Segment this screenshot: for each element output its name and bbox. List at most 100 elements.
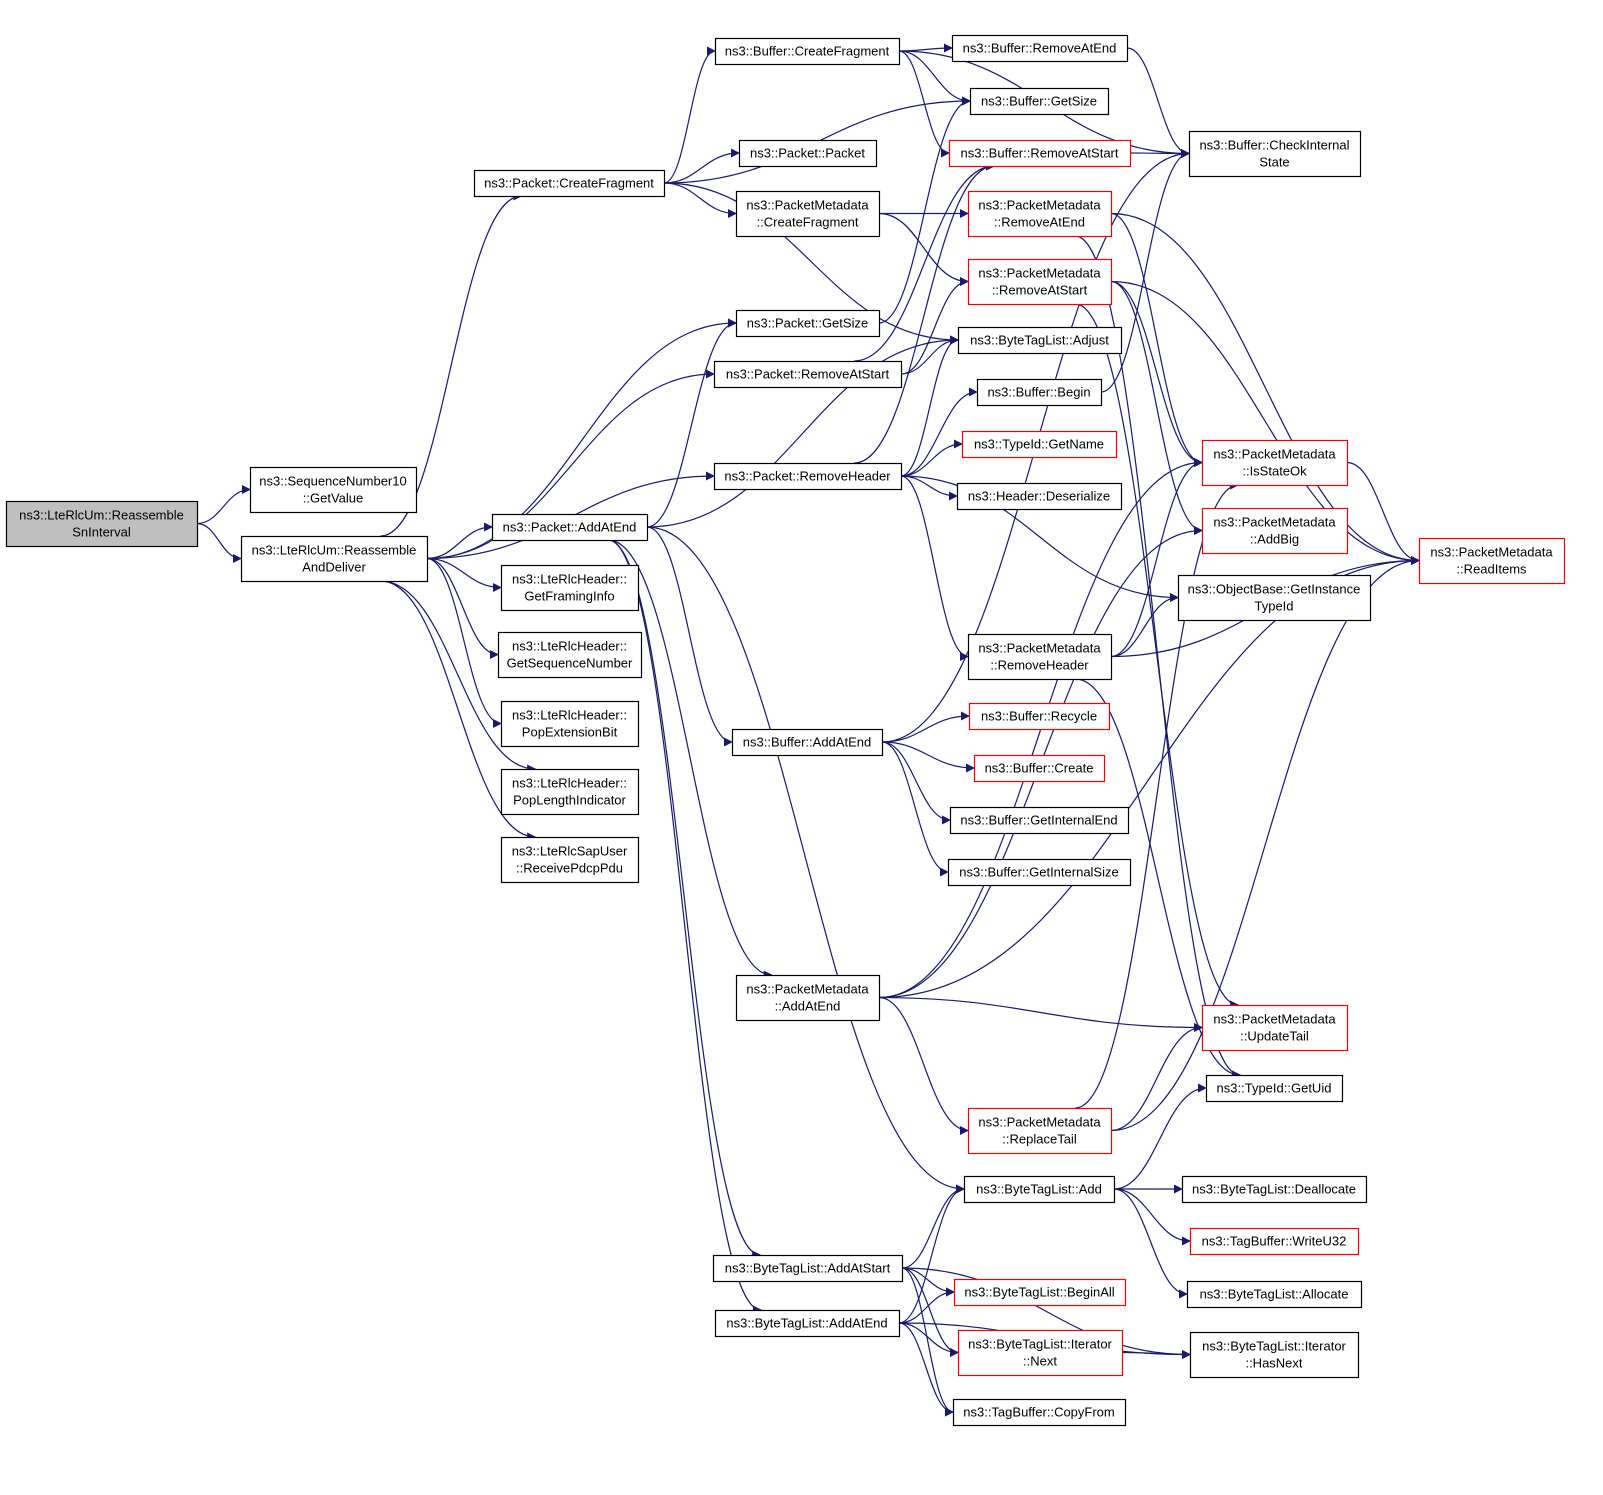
node-box (500, 564, 640, 612)
node-label-line: ns3::Buffer::Begin (987, 385, 1090, 400)
node-btl-add-at-end[interactable]: ns3::ByteTagList::AddAtEnd (714, 1309, 901, 1338)
node-tag-buf-write-u32[interactable]: ns3::TagBuffer::WriteU32 (1189, 1227, 1360, 1256)
node-label-line: ::GetValue (303, 491, 363, 506)
edge-root-to-seq-get-value (196, 485, 251, 525)
node-box (249, 466, 418, 514)
node-sap-receive-pdcp-pdu[interactable]: ns3::LteRlcSapUser::ReceivePdcpPdu (500, 836, 640, 884)
node-buf-remove-at-end[interactable]: ns3::Buffer::RemoveAtEnd (951, 34, 1129, 63)
node-rlc-get-sequence-number[interactable]: ns3::LteRlcHeader::GetSequenceNumber (497, 631, 643, 679)
node-pm-create-fragment[interactable]: ns3::PacketMetadata::CreateFragment (735, 190, 881, 238)
node-pkt-remove-header[interactable]: ns3::Packet::RemoveHeader (713, 462, 903, 491)
node-buf-begin[interactable]: ns3::Buffer::Begin (976, 378, 1103, 407)
edge-btl-add-at-end-to-btl-add (898, 1184, 965, 1324)
node-buf-get-internal-size[interactable]: ns3::Buffer::GetInternalSize (947, 858, 1132, 887)
node-box (947, 858, 1132, 887)
node-box (973, 754, 1106, 783)
node-btl-allocate[interactable]: ns3::ByteTagList::Allocate (1186, 1280, 1363, 1309)
node-label-line: ns3::PacketMetadata (978, 266, 1101, 281)
node-label-line: ::IsStateOk (1242, 464, 1307, 479)
node-label-line: ns3::Buffer::Create (985, 761, 1094, 776)
node-box (712, 1254, 904, 1283)
edge-reassemble-and-deliver-to-pkt-create-fragment (380, 191, 523, 537)
node-seq-get-value[interactable]: ns3::SequenceNumber10::GetValue (249, 466, 418, 514)
node-label-line: ns3::Buffer::Recycle (981, 709, 1097, 724)
node-buf-recycle[interactable]: ns3::Buffer::Recycle (968, 702, 1111, 731)
node-label-line: ns3::TypeId::GetUid (1217, 1081, 1332, 1096)
node-header-deserialize[interactable]: ns3::Header::Deserialize (956, 482, 1123, 511)
node-pm-update-tail[interactable]: ns3::PacketMetadata::UpdateTail (1201, 1004, 1349, 1052)
node-rlc-get-framing-info[interactable]: ns3::LteRlcHeader::GetFramingInfo (500, 564, 640, 612)
node-label-line: SnInterval (72, 525, 131, 540)
node-box (963, 1175, 1116, 1204)
edge-btl-add-at-end-to-btl-begin-all (898, 1287, 955, 1324)
node-pkt-add-at-end[interactable]: ns3::Packet::AddAtEnd (491, 513, 649, 542)
node-buf-remove-at-start[interactable]: ns3::Buffer::RemoveAtStart (948, 139, 1132, 168)
node-buf-create-fragment[interactable]: ns3::Buffer::CreateFragment (714, 37, 901, 66)
node-box (1189, 1227, 1360, 1256)
node-label-line: State (1259, 155, 1289, 170)
edge-pkt-add-at-end-to-btl-add (646, 526, 965, 1194)
node-label-line: ns3::Packet::Packet (750, 146, 865, 161)
node-label-line: ns3::Packet::AddAtEnd (503, 520, 637, 535)
edge-pm-remove-at-start-to-pm-is-state-ok (1110, 280, 1203, 467)
node-label-line: ::RemoveHeader (990, 658, 1089, 673)
node-label-line: ns3::PacketMetadata (978, 641, 1101, 656)
node-buf-add-at-end[interactable]: ns3::Buffer::AddAtEnd (731, 728, 884, 757)
node-pm-remove-at-start[interactable]: ns3::PacketMetadata::RemoveAtStart (967, 258, 1113, 306)
node-label-line: ns3::PacketMetadata (1213, 1012, 1336, 1027)
node-btl-add-at-start[interactable]: ns3::ByteTagList::AddAtStart (712, 1254, 904, 1283)
node-box (735, 309, 881, 338)
node-rlc-pop-extension-bit[interactable]: ns3::LteRlcHeader::PopExtensionBit (500, 700, 640, 748)
node-pm-add-big[interactable]: ns3::PacketMetadata::AddBig (1201, 507, 1349, 555)
node-pm-remove-at-end[interactable]: ns3::PacketMetadata::RemoveAtEnd (967, 190, 1113, 238)
node-btl-iter-next[interactable]: ns3::ByteTagList::Iterator::Next (957, 1329, 1124, 1377)
node-pm-is-state-ok[interactable]: ns3::PacketMetadata::IsStateOk (1201, 439, 1349, 487)
node-box (491, 513, 649, 542)
edge-reassemble-and-deliver-to-rlc-pop-length-indicator (380, 580, 537, 774)
node-label-line: ns3::TagBuffer::CopyFrom (963, 1405, 1115, 1420)
node-btl-deallocate[interactable]: ns3::ByteTagList::Deallocate (1181, 1175, 1368, 1204)
node-btl-begin-all[interactable]: ns3::ByteTagList::BeginAll (953, 1278, 1127, 1307)
node-pm-replace-tail[interactable]: ns3::PacketMetadata::ReplaceTail (967, 1107, 1113, 1155)
node-btl-iter-has-next[interactable]: ns3::ByteTagList::Iterator::HasNext (1189, 1331, 1360, 1379)
edge-buf-remove-at-end-to-buf-check-internal-state (1126, 47, 1190, 158)
node-type-id-get-name[interactable]: ns3::TypeId::GetName (961, 430, 1118, 459)
node-box (1186, 1280, 1363, 1309)
node-box (1201, 1004, 1349, 1052)
node-buf-get-size[interactable]: ns3::Buffer::GetSize (969, 87, 1110, 116)
node-pm-add-at-end[interactable]: ns3::PacketMetadata::AddAtEnd (735, 974, 881, 1022)
edge-pkt-add-at-end-to-buf-add-at-end (646, 526, 733, 747)
node-pm-remove-header[interactable]: ns3::PacketMetadata::RemoveHeader (967, 633, 1113, 681)
node-pkt-packet[interactable]: ns3::Packet::Packet (738, 139, 878, 168)
edge-pm-is-state-ok-to-pm-read-items (1346, 461, 1420, 565)
node-label-line: ns3::PacketMetadata (746, 198, 869, 213)
node-btl-add[interactable]: ns3::ByteTagList::Add (963, 1175, 1116, 1204)
edge-pkt-remove-header-to-header-deserialize (900, 475, 958, 501)
node-buf-get-internal-end[interactable]: ns3::Buffer::GetInternalEnd (949, 806, 1130, 835)
node-box (714, 37, 901, 66)
node-tag-buf-copy-from[interactable]: ns3::TagBuffer::CopyFrom (952, 1398, 1127, 1427)
node-btl-adjust[interactable]: ns3::ByteTagList::Adjust (957, 326, 1123, 355)
node-label-line: ns3::LteRlcHeader:: (512, 776, 627, 791)
node-box (713, 462, 903, 491)
node-label-line: ns3::Buffer::CreateFragment (725, 44, 890, 59)
node-label-line: TypeId (1254, 599, 1293, 614)
node-pm-read-items[interactable]: ns3::PacketMetadata::ReadItems (1418, 537, 1566, 585)
node-label-line: ::ReplaceTail (1002, 1132, 1077, 1147)
edge-btl-add-at-start-to-tag-buf-copy-from (901, 1267, 954, 1417)
node-pkt-get-size[interactable]: ns3::Packet::GetSize (735, 309, 881, 338)
node-pkt-remove-at-start[interactable]: ns3::Packet::RemoveAtStart (713, 360, 903, 389)
node-buf-create[interactable]: ns3::Buffer::Create (973, 754, 1106, 783)
node-label-line: ns3::PacketMetadata (1213, 447, 1336, 462)
node-type-id-get-uid[interactable]: ns3::TypeId::GetUid (1205, 1074, 1344, 1103)
edge-buf-remove-at-start-to-buf-check-internal-state (1129, 148, 1190, 158)
node-rlc-pop-length-indicator[interactable]: ns3::LteRlcHeader::PopLengthIndicator (500, 768, 640, 816)
node-box (738, 139, 878, 168)
node-pkt-create-fragment[interactable]: ns3::Packet::CreateFragment (473, 169, 666, 198)
edge-pkt-create-fragment-to-pkt-packet (663, 148, 740, 184)
edge-pkt-create-fragment-to-btl-adjust (663, 182, 959, 345)
